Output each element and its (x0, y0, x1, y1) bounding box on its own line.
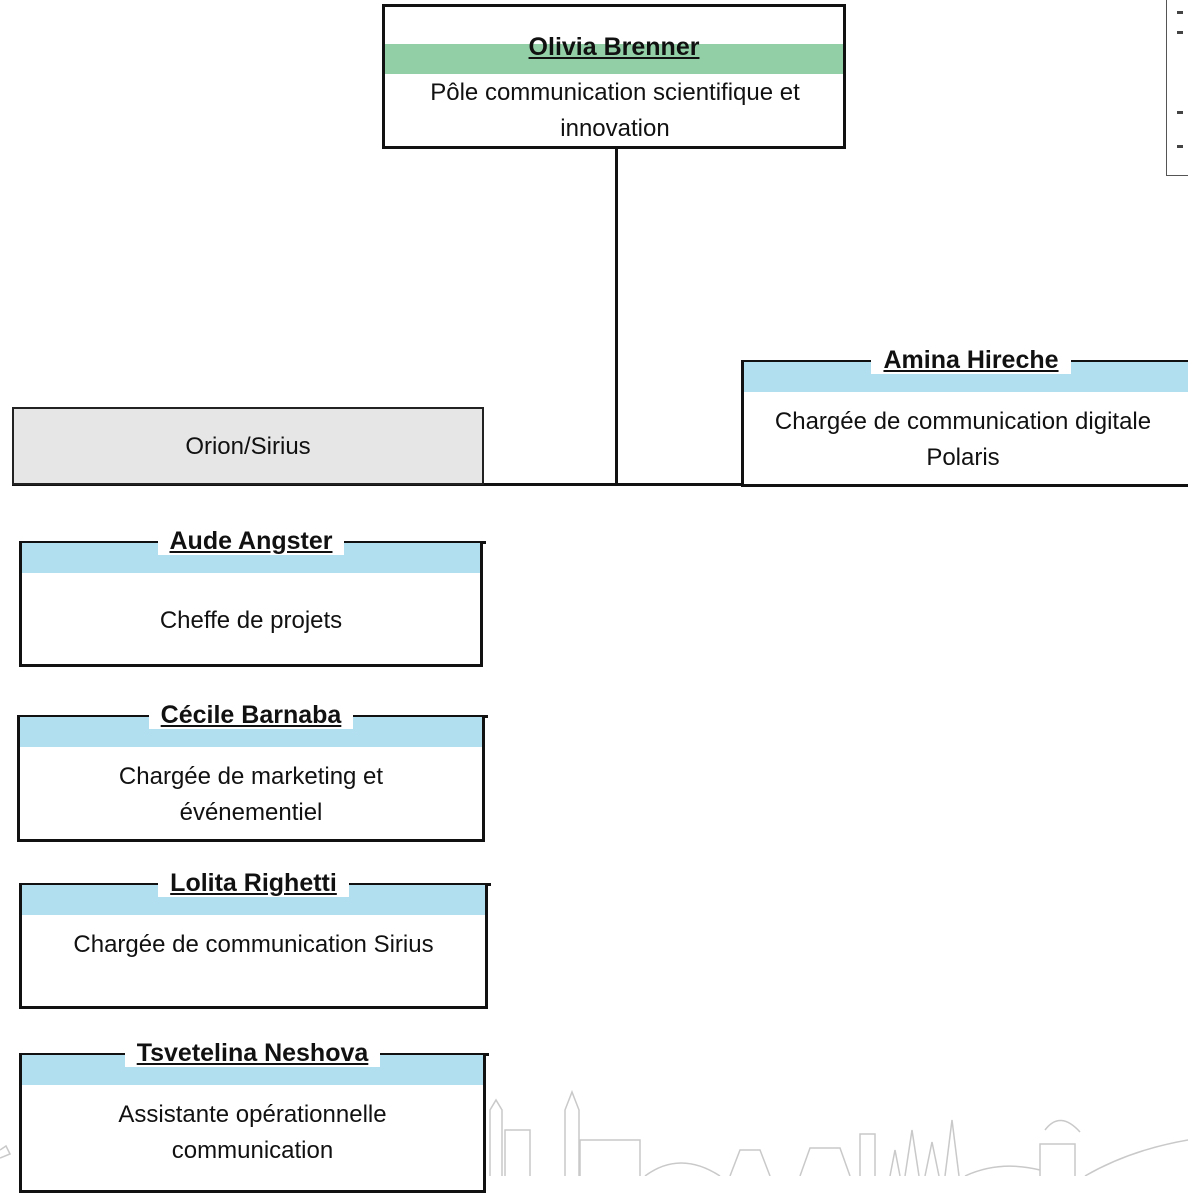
member-node-name: Tsvetelina Neshova (22, 1039, 483, 1068)
side-node-name-text: Amina Hireche (871, 346, 1071, 374)
connector-vertical (615, 149, 618, 485)
member-node-name: Cécile Barnaba (20, 701, 482, 730)
member-node-role: Cheffe de projets (159, 607, 343, 634)
member-node: Cécile Barnaba Chargée de marketing et é… (17, 701, 488, 842)
group-node-label: Orion/Sirius (185, 433, 311, 460)
city-skyline-illustration (0, 1089, 1188, 1176)
member-node-name: Lolita Righetti (22, 869, 485, 898)
side-node-role: Chargée de communication digitale Polari… (774, 408, 1152, 471)
head-node-name: Olivia Brenner (528, 33, 700, 61)
head-node-role: Pôle communication scientifique et innov… (430, 79, 800, 142)
member-node-role: Assistante opérationnelle communication (118, 1101, 387, 1164)
member-node-role: Chargée de marketing et événementiel (118, 763, 384, 826)
member-node-role: Chargée de communication Sirius (73, 931, 434, 958)
member-node-name-text: Cécile Barnaba (148, 701, 354, 729)
member-node: Aude Angster Cheffe de projets (19, 527, 486, 667)
member-node: Tsvetelina Neshova Assistante opérationn… (19, 1039, 489, 1193)
member-node-name-text: Lolita Righetti (158, 869, 349, 897)
member-node-name: Aude Angster (22, 527, 480, 556)
member-node-name-text: Aude Angster (157, 527, 345, 555)
side-node-name: Amina Hireche (744, 346, 1188, 375)
side-node: Amina Hireche Chargée de communication d… (741, 346, 1188, 487)
head-node: Olivia Brenner Pôle communication scient… (382, 4, 846, 149)
member-node: Lolita Righetti Chargée de communication… (19, 869, 491, 1009)
group-node: Orion/Sirius (12, 407, 484, 485)
legend-fragment (1166, 0, 1188, 176)
member-node-name-text: Tsvetelina Neshova (124, 1039, 381, 1067)
head-node-band (385, 44, 843, 74)
